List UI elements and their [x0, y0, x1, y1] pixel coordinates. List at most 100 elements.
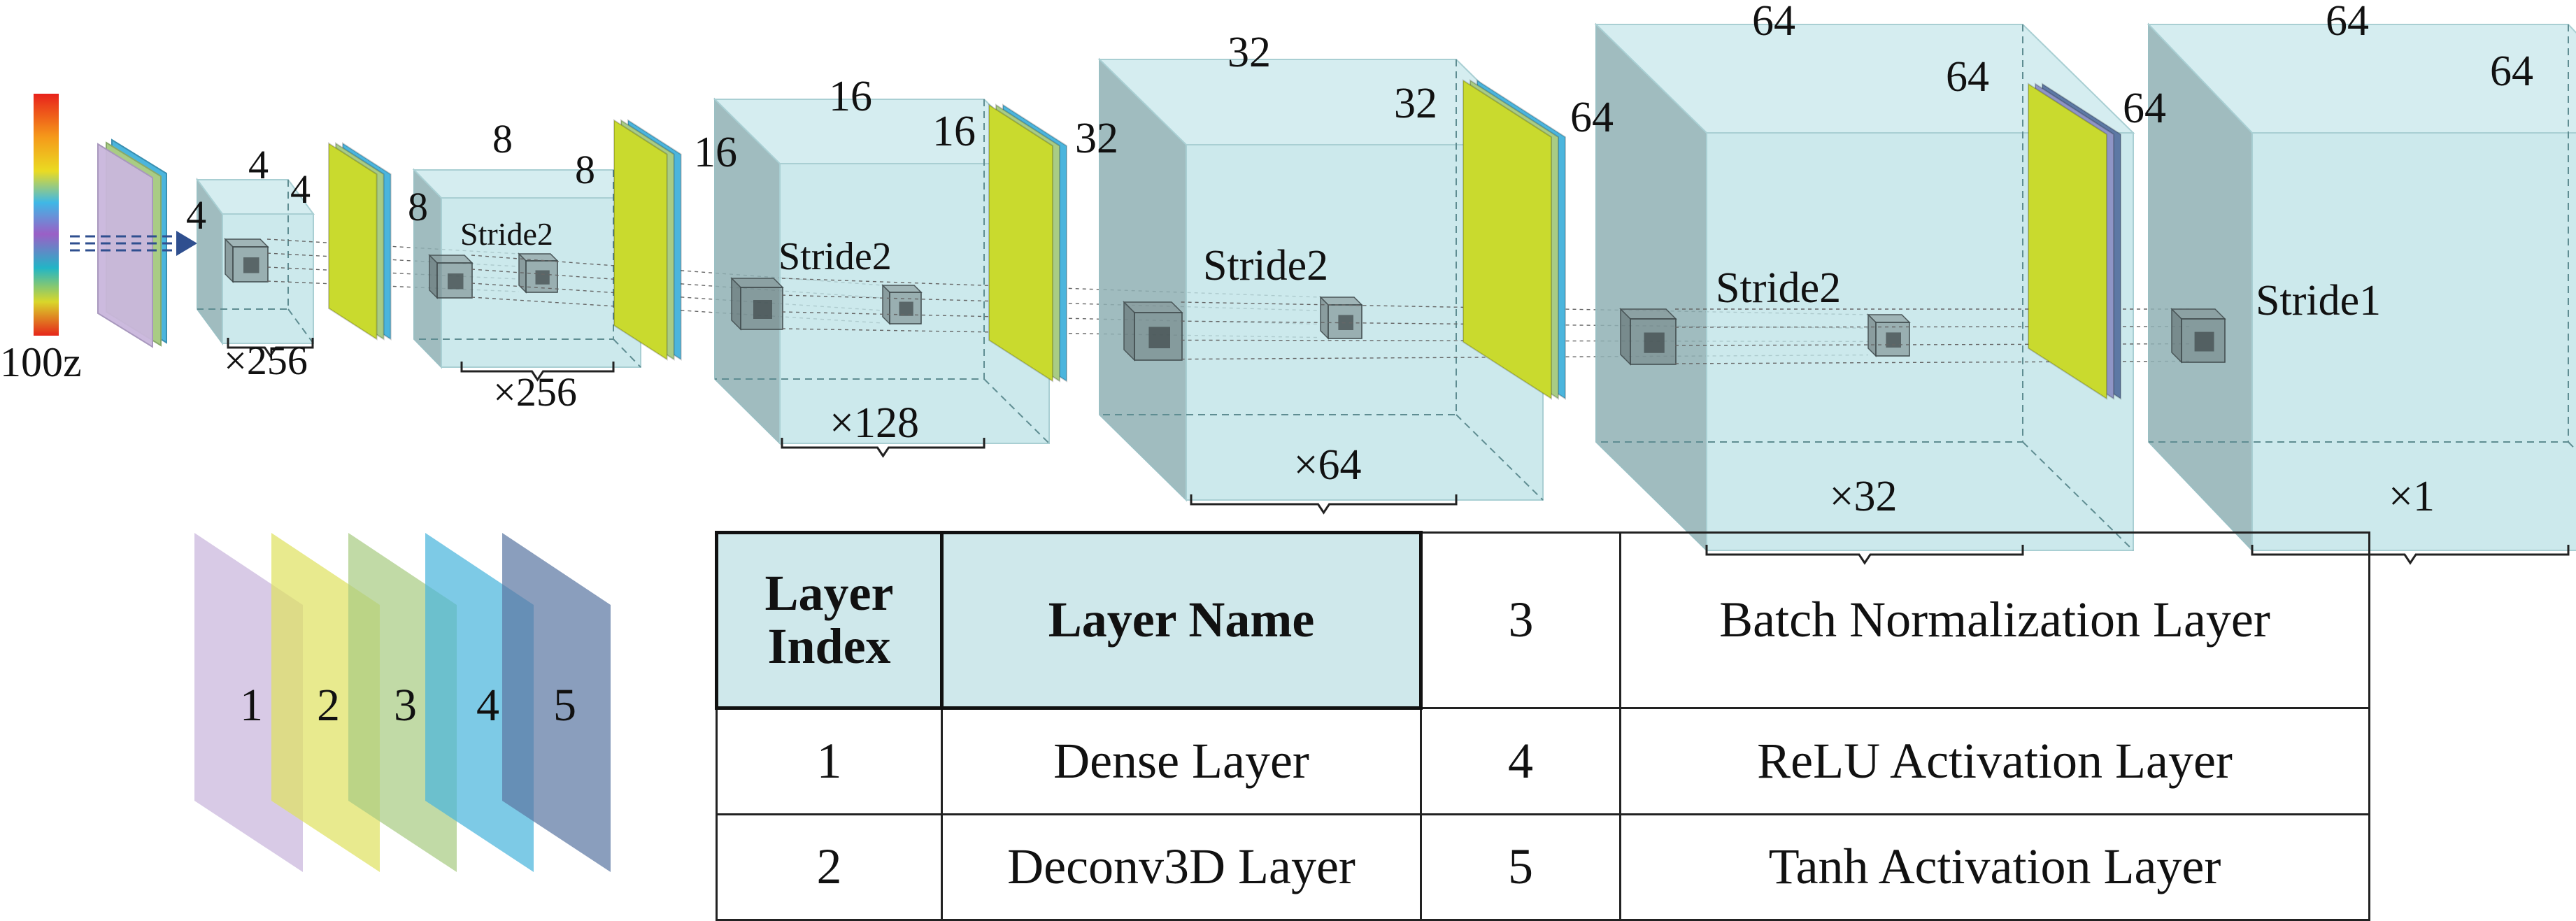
cell-name: ReLU Activation Layer — [1619, 707, 2370, 815]
activation-plane — [2028, 83, 2107, 400]
activation-stack-1 — [328, 142, 392, 341]
kernel-core — [1644, 332, 1665, 353]
kernel-side — [882, 284, 890, 325]
kernel-core — [753, 300, 772, 319]
kernel-side — [1320, 296, 1329, 340]
brace — [1190, 494, 1458, 515]
kernel-core — [2194, 331, 2214, 352]
brace — [227, 338, 314, 358]
legend-plane-index: 4 — [476, 680, 499, 731]
kernel-side — [1867, 313, 1877, 357]
stride-label: Stride1 — [2256, 277, 2381, 324]
kernel-core — [899, 301, 913, 316]
projection-line — [1674, 343, 2193, 346]
cube-hidden-edges — [1100, 59, 1544, 501]
layer-legend-table: Layer Index Layer Name 3 Batch Normaliza… — [715, 531, 2370, 921]
activation-stack-2 — [613, 119, 682, 361]
cube-top-face — [2147, 24, 2576, 134]
legend-plane-index: 5 — [553, 680, 576, 731]
header-layer-index: Layer Index — [715, 531, 944, 710]
kernel-core — [1338, 315, 1353, 330]
kernel-cube — [2170, 308, 2226, 364]
activation-plane — [328, 142, 378, 341]
depth-label: 4 — [186, 192, 206, 238]
cube-hidden-edges — [414, 170, 641, 368]
cell-index: 1 — [716, 707, 943, 815]
width-label: 16 — [932, 108, 976, 155]
cell-index: 2 — [716, 813, 943, 921]
multiplier-label: ×128 — [830, 399, 919, 447]
blocks-layer: 444×256888Stride2×256161616Stride2×12832… — [186, 0, 2576, 565]
stride-label: Stride2 — [1716, 264, 1841, 312]
cell-name: Batch Normalization Layer — [1619, 531, 2370, 709]
width-label: 8 — [575, 147, 595, 192]
cube-top-face — [412, 169, 643, 199]
cell-index: 4 — [1420, 707, 1621, 815]
height-label: 16 — [829, 73, 872, 120]
multiplier-label: ×1 — [2389, 473, 2435, 520]
cube-hidden-edges — [2149, 24, 2576, 451]
input-arrow — [70, 235, 176, 252]
depth-label: 8 — [408, 184, 428, 229]
target-cube — [1867, 313, 1911, 357]
activation-plane — [988, 103, 1053, 383]
height-label: 64 — [1752, 0, 1795, 45]
cube-front-face — [2251, 132, 2576, 551]
legend-plane-index: 3 — [394, 680, 417, 731]
kernel-core — [1148, 327, 1170, 348]
legend-plane-index: 1 — [240, 680, 263, 731]
cube-hidden-edges — [715, 99, 1050, 444]
multiplier-label: ×256 — [224, 338, 308, 383]
kernel-side — [2171, 308, 2182, 364]
depth-label: 64 — [1570, 94, 1614, 141]
multiplier-label: ×64 — [1294, 441, 1362, 489]
target-cube — [881, 284, 923, 325]
kernel-core — [448, 273, 464, 290]
kernel-side — [1620, 308, 1631, 366]
kernel-cube — [428, 254, 474, 299]
latent-colorbar — [34, 94, 59, 336]
depth-label: 32 — [1075, 115, 1118, 162]
width-label: 64 — [1946, 53, 1989, 101]
legend-planes: 1 2 3 4 5 — [194, 533, 611, 872]
colorbar-label: 100z — [0, 339, 82, 385]
kernel-cube — [1619, 308, 1677, 366]
activation-stack-5 — [2028, 83, 2121, 400]
cell-index: 5 — [1420, 813, 1621, 921]
depth-label: 16 — [694, 129, 737, 176]
width-label: 32 — [1394, 80, 1437, 127]
height-label: 4 — [248, 142, 269, 187]
legend-plane-5 — [502, 533, 611, 872]
activation-plane — [1463, 79, 1552, 400]
activation-planes-layer — [328, 79, 2121, 400]
kernel-core — [243, 257, 259, 273]
activation-stack-4 — [1463, 79, 1566, 400]
brace — [460, 362, 615, 382]
target-cube — [518, 252, 559, 294]
cube-hidden-edges — [1596, 24, 2134, 551]
activation-stack-3 — [988, 103, 1067, 383]
cell-index: 3 — [1420, 531, 1621, 709]
cell-name: Dense Layer — [941, 707, 1422, 815]
depth-label: 64 — [2123, 85, 2166, 132]
stride-label: Stride2 — [778, 235, 892, 278]
kernel-cube — [224, 238, 269, 283]
projection-line — [1674, 360, 2193, 364]
kernel-cube — [730, 277, 784, 331]
cell-name: Tanh Activation Layer — [1619, 813, 2370, 921]
target-cube — [1319, 296, 1363, 340]
multiplier-label: ×32 — [1830, 473, 1898, 520]
volume-block-b1: 444×256 — [186, 142, 520, 383]
activation-plane — [613, 119, 668, 361]
legend-plane-index: 2 — [317, 680, 340, 731]
kernel-side — [731, 277, 741, 331]
kernel-side — [429, 254, 438, 299]
width-label: 4 — [290, 166, 311, 212]
kernel-core — [535, 270, 550, 285]
kernel-cube — [1123, 301, 1183, 362]
height-label: 32 — [1227, 29, 1271, 76]
height-label: 8 — [492, 116, 513, 162]
cube-hidden-edges — [197, 180, 314, 344]
